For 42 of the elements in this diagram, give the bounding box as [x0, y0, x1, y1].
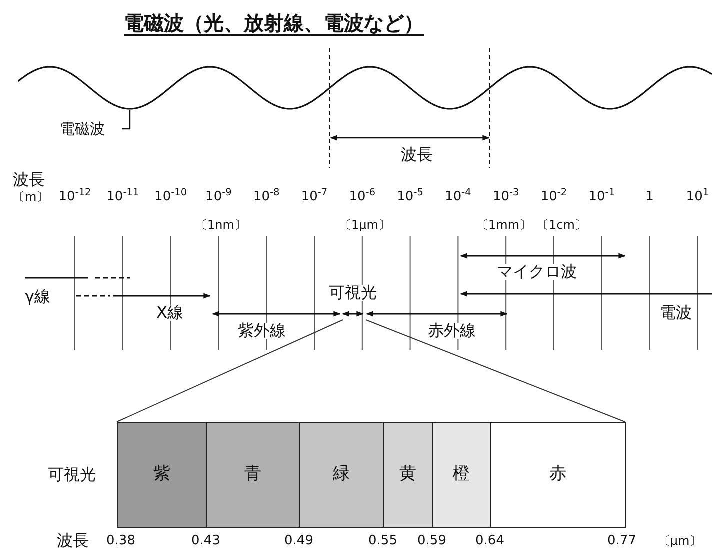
spectrum-band: 緑: [299, 422, 384, 528]
wave-label: 電磁波: [60, 119, 122, 139]
tick-label: 10$^{-7}$: [300, 190, 329, 204]
range-label: γ線: [24, 289, 52, 305]
range-label: 紫外線: [237, 323, 287, 339]
range-label: X線: [156, 305, 184, 321]
tick-label: 10$^{-3}$: [492, 190, 520, 204]
wavelength-value: 0.77: [606, 534, 638, 548]
tick-label: 10$^{-4}$: [444, 190, 472, 204]
spectrum-band: 青: [206, 422, 300, 528]
wavelength-value: 0.64: [474, 534, 506, 548]
axis-label: 波長: [56, 533, 90, 549]
tick-label: 10$^{1}$: [685, 190, 710, 204]
tick-label: 1: [644, 190, 655, 204]
spectrum-band: 橙: [432, 422, 491, 528]
tick-label: 10$^{-12}$: [58, 190, 92, 204]
wavelength-value: 0.38: [106, 534, 136, 548]
tick-label: 10$^{-6}$: [348, 190, 377, 204]
title: 電磁波（光、放射線、電波など）: [124, 10, 424, 37]
range-label: 可視光: [328, 285, 378, 301]
tick-label: 10$^{-5}$: [396, 190, 424, 204]
wavelength-value: 0.43: [190, 534, 222, 548]
axis-label: 波長: [12, 172, 46, 188]
row-label: 可視光: [47, 467, 97, 483]
spectrum-band: 黄: [383, 422, 433, 528]
tick-label: 10$^{-1}$: [588, 190, 616, 204]
tick-label: 10$^{-11}$: [106, 190, 140, 204]
dimension-label: 波長: [400, 147, 434, 163]
spectrum-band: 紫: [117, 422, 207, 528]
tick-label: 10$^{-8}$: [252, 190, 281, 204]
wavelength-value: 0.49: [284, 534, 314, 548]
tick-label: 10$^{-9}$: [204, 190, 233, 204]
tick-label: 10$^{-10}$: [154, 190, 188, 204]
range-label: マイクロ波: [496, 264, 578, 280]
range-label: 赤外線: [427, 323, 477, 339]
range-label: 電波: [659, 305, 693, 321]
wavelength-value: 0.55: [368, 534, 398, 548]
leader-line: [122, 110, 131, 130]
wave-drawing: [18, 66, 712, 110]
spectrum-band: 赤: [490, 422, 626, 528]
tick-label: 10$^{-2}$: [540, 190, 568, 204]
wavelength-value: 0.59: [416, 534, 448, 548]
